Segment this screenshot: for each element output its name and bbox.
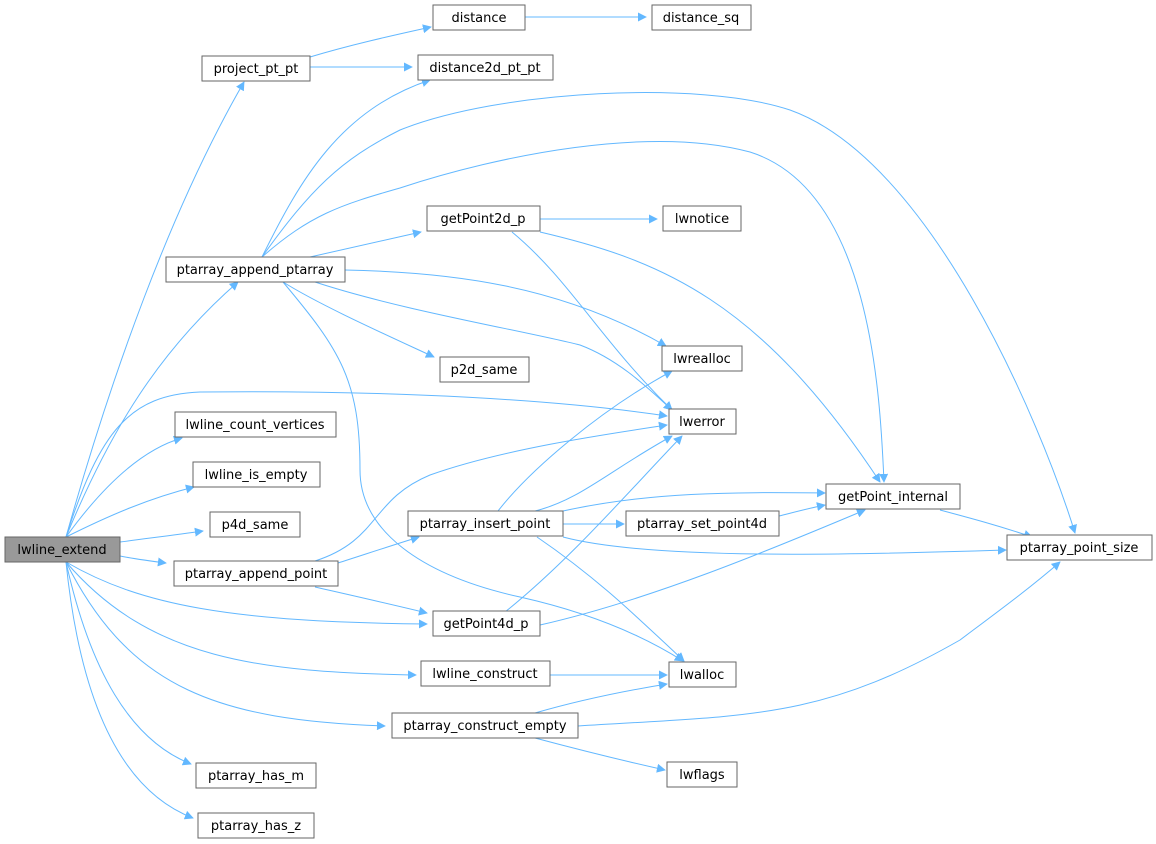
node-label: lwline_is_empty <box>205 468 308 483</box>
node-project_pt_pt[interactable]: project_pt_pt <box>201 55 311 82</box>
edge-lwline_extend-project_pt_pt <box>65 81 245 538</box>
edge-ptarray_construct_empty-lwalloc <box>534 680 668 714</box>
edge-ptarray_append_ptarray-getPoint_internal <box>261 141 889 483</box>
node-label: getPoint_internal <box>838 490 948 505</box>
node-lwnotice[interactable]: lwnotice <box>662 205 742 232</box>
node-label: ptarray_has_z <box>211 819 301 834</box>
node-label: lwerror <box>679 415 725 430</box>
edges <box>65 12 1077 820</box>
node-label: ptarray_has_m <box>208 769 304 784</box>
nodes: lwline_extend project_pt_pt distance dis… <box>4 4 1153 839</box>
node-label: lwflags <box>679 768 725 783</box>
node-label: lwalloc <box>680 668 725 683</box>
edge-getPoint_internal-ptarray_point_size <box>939 509 1033 539</box>
edge-getPoint4d_p-lwerror <box>504 435 683 613</box>
edge-getPoint4d_p-getPoint_internal <box>539 508 866 626</box>
node-label: lwrealloc <box>673 352 731 367</box>
edge-lwline_extend-p4d_same <box>119 527 204 543</box>
edge-getPoint2d_p-getPoint_internal <box>539 231 881 483</box>
node-ptarray_has_z[interactable]: ptarray_has_z <box>197 812 315 839</box>
edge-ptarray_append_point-ptarray_insert_point <box>337 535 420 564</box>
edge-ptarray_insert_point-getPoint_internal <box>562 488 826 512</box>
edge-project_pt_pt-distance <box>309 24 432 58</box>
node-label: p4d_same <box>222 518 289 533</box>
node-label: getPoint2d_p <box>441 212 526 227</box>
node-ptarray_append_point[interactable]: ptarray_append_point <box>173 560 339 587</box>
edge-ptarray_append_ptarray-ptarray_point_size <box>261 92 1077 534</box>
edge-ptarray_set_point4d-getPoint_internal <box>778 502 826 517</box>
edge-lwline_extend-ptarray_construct_empty <box>65 561 386 731</box>
node-label: distance2d_pt_pt <box>429 61 540 76</box>
node-label: p2d_same <box>451 363 518 378</box>
node-ptarray_has_m[interactable]: ptarray_has_m <box>195 762 317 789</box>
node-label: ptarray_insert_point <box>420 517 551 532</box>
node-label: lwline_extend <box>17 543 106 558</box>
node-label: distance_sq <box>663 11 740 26</box>
edge-ptarray_insert_point-lwalloc <box>536 536 685 662</box>
node-label: ptarray_point_size <box>1020 541 1139 556</box>
node-ptarray_append_ptarray[interactable]: ptarray_append_ptarray <box>165 256 346 283</box>
node-label: ptarray_construct_empty <box>403 719 566 734</box>
edge-lwline_extend-ptarray_has_m <box>65 561 192 766</box>
node-lwline_count_vertices[interactable]: lwline_count_vertices <box>174 411 337 438</box>
edge-ptarray_append_ptarray-lwerror <box>314 281 673 411</box>
node-getPoint4d_p[interactable]: getPoint4d_p <box>432 610 541 637</box>
edge-ptarray_append_ptarray-p2d_same <box>282 281 435 358</box>
node-label: distance <box>451 11 506 26</box>
node-lwline_is_empty[interactable]: lwline_is_empty <box>192 461 321 488</box>
node-lwline_construct[interactable]: lwline_construct <box>420 660 551 687</box>
node-distance_sq[interactable]: distance_sq <box>651 4 752 31</box>
node-distance[interactable]: distance <box>432 4 526 31</box>
node-label: lwline_construct <box>432 667 537 682</box>
edge-ptarray_construct_empty-lwflags <box>534 737 666 773</box>
node-getPoint2d_p[interactable]: getPoint2d_p <box>426 205 541 232</box>
edge-lwline_extend-ptarray_append_point <box>119 555 167 567</box>
edge-ptarray_insert_point-ptarray_point_size <box>562 536 1007 555</box>
edge-ptarray_insert_point-lwerror <box>534 435 673 512</box>
edge-ptarray_append_ptarray-lwrealloc <box>344 269 667 347</box>
node-label: lwnotice <box>675 212 729 227</box>
edge-ptarray_insert_point-lwrealloc <box>497 370 673 512</box>
node-lwerror[interactable]: lwerror <box>668 408 737 435</box>
node-lwalloc[interactable]: lwalloc <box>668 661 737 688</box>
edge-lwline_extend-ptarray_has_z <box>65 561 194 820</box>
node-label: project_pt_pt <box>214 62 299 77</box>
node-ptarray_set_point4d[interactable]: ptarray_set_point4d <box>625 510 780 537</box>
node-lwflags[interactable]: lwflags <box>666 761 738 788</box>
edge-lwline_extend-lwline_count_vertices <box>65 435 183 538</box>
edge-ptarray_append_point-getPoint4d_p <box>314 586 428 616</box>
node-getPoint_internal[interactable]: getPoint_internal <box>825 483 961 510</box>
node-lwline_extend[interactable]: lwline_extend <box>4 536 121 563</box>
edge-lwline_extend-lwerror <box>65 391 668 538</box>
node-label: ptarray_set_point4d <box>637 517 767 532</box>
node-p4d_same[interactable]: p4d_same <box>209 511 301 538</box>
node-p2d_same[interactable]: p2d_same <box>439 356 530 383</box>
node-lwrealloc[interactable]: lwrealloc <box>661 345 743 372</box>
node-label: getPoint4d_p <box>444 617 529 632</box>
node-ptarray_construct_empty[interactable]: ptarray_construct_empty <box>391 712 579 739</box>
edge-ptarray_construct_empty-ptarray_point_size <box>577 561 1061 727</box>
edge-lwline_extend-ptarray_append_ptarray <box>65 281 239 538</box>
edge-ptarray_append_point-lwerror <box>314 421 668 562</box>
node-ptarray_insert_point[interactable]: ptarray_insert_point <box>407 510 564 537</box>
edge-ptarray_append_ptarray-distance2d_pt_pt <box>261 78 431 258</box>
node-label: ptarray_append_ptarray <box>177 263 334 278</box>
edge-getPoint2d_p-lwerror <box>511 231 673 411</box>
edge-lwline_extend-lwline_construct <box>65 561 417 680</box>
node-label: ptarray_append_point <box>185 567 328 582</box>
edge-ptarray_append_ptarray-getPoint2d_p <box>309 229 422 258</box>
edge-lwline_extend-getPoint4d_p <box>65 561 428 629</box>
node-ptarray_point_size[interactable]: ptarray_point_size <box>1006 534 1153 561</box>
node-label: lwline_count_vertices <box>185 418 324 433</box>
edge-lwline_extend-lwline_is_empty <box>65 484 195 538</box>
node-distance2d_pt_pt[interactable]: distance2d_pt_pt <box>417 54 554 81</box>
